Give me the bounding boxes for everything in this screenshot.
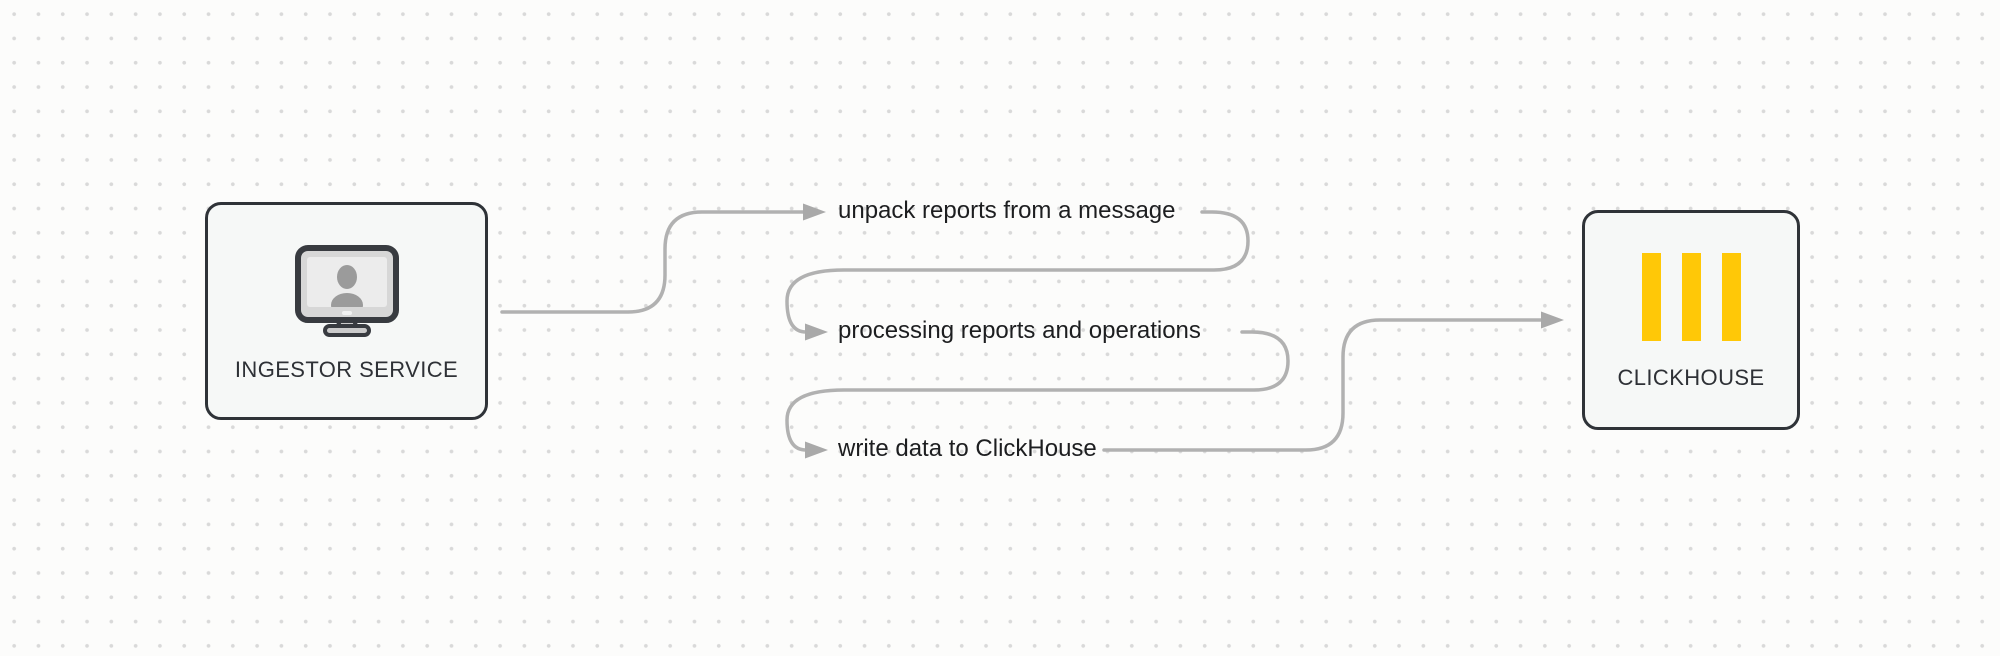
clickhouse-bar [1641,253,1661,341]
node-label-ingestor-service: INGESTOR SERVICE [234,357,459,382]
clickhouse-bar [1721,253,1741,341]
connector-step2-to-step3 [785,330,1290,459]
clickhouse-bars-icon [1641,253,1741,341]
connector-step3-to-clickhouse [1102,311,1564,452]
node-ingestor-service[interactable]: INGESTOR SERVICE [205,202,488,420]
node-label-clickhouse: CLICKHOUSE [1617,365,1765,390]
step-label-write-data[interactable]: write data to ClickHouse [838,434,1097,462]
node-clickhouse[interactable]: CLICKHOUSE [1582,210,1800,430]
step-label-processing-reports[interactable]: processing reports and operations [838,316,1201,344]
clickhouse-bar [1681,253,1701,341]
monitor-user-icon [294,245,399,337]
connector-step1-to-step2 [785,210,1250,341]
connector-ingestor-to-step1 [500,203,826,314]
step-label-unpack-reports[interactable]: unpack reports from a message [838,196,1176,224]
